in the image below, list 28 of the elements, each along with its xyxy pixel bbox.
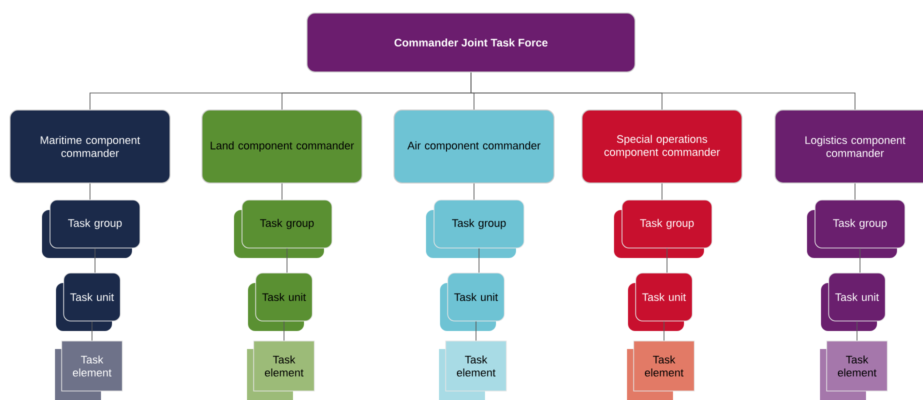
stacked-box: Task element (247, 340, 315, 400)
command-box: Commander Joint Task Force (306, 12, 636, 72)
stacked-box: Task unit (56, 272, 121, 331)
stacked-box: Task unit (248, 272, 313, 331)
connector-line (666, 248, 668, 273)
connector-line (856, 321, 858, 341)
stacked-box: Task element (439, 340, 507, 400)
stacked-box: Task group (42, 200, 140, 258)
stacked-box: Task element (55, 340, 123, 400)
component-box: Special operations component commander (582, 110, 742, 184)
stacked-box: Task element (627, 340, 695, 400)
stacked-box: Task unit (440, 272, 505, 331)
component-box: Air component commander (394, 110, 554, 184)
connector-line (470, 72, 856, 110)
connector-line (478, 248, 480, 273)
component-box: Logistics component commander (774, 110, 923, 184)
stacked-box: Task unit (821, 272, 886, 331)
stacked-box: Task group (426, 200, 524, 258)
connector-line (286, 248, 288, 273)
component-box: Land component commander (202, 110, 362, 184)
stacked-box: Task unit (628, 272, 693, 331)
component-box: Maritime component commander (10, 110, 170, 184)
stacked-box: Task element (820, 340, 888, 400)
stacked-box: Task group (807, 200, 906, 258)
connector-line (854, 183, 856, 200)
stacked-box: Task group (614, 200, 712, 258)
connector-line (94, 248, 96, 273)
stacked-box: Task group (234, 200, 332, 258)
